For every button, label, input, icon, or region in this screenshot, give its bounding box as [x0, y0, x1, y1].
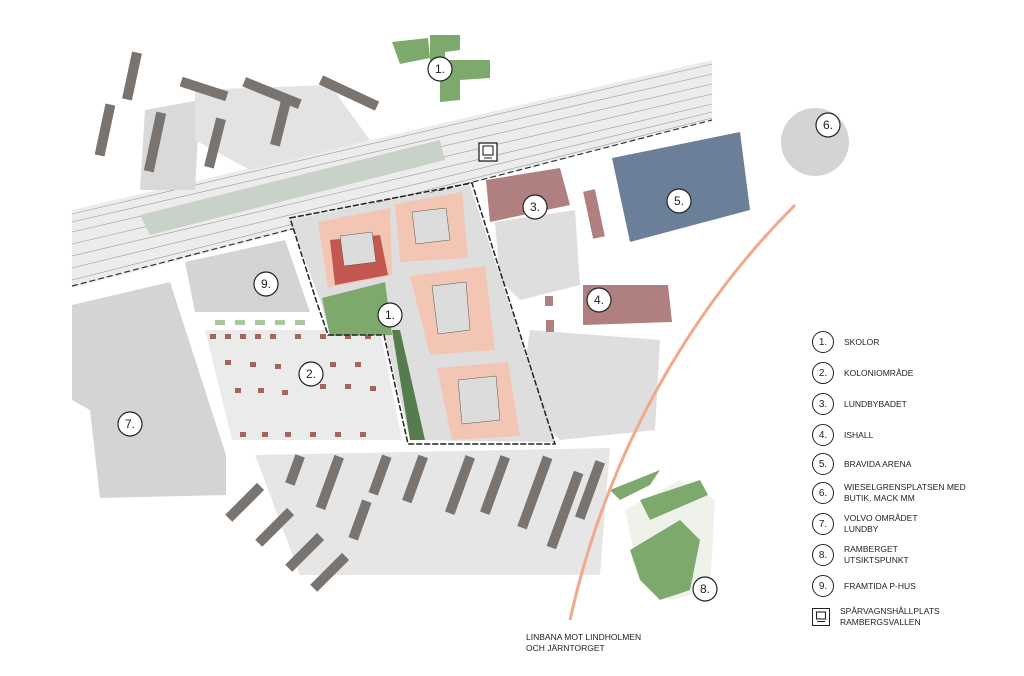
legend-label: SPÅRVAGNSHÅLLPLATS RAMBERGSVALLEN	[840, 606, 940, 627]
railway-corridor	[71, 60, 713, 288]
legend-number: 4.	[812, 424, 834, 446]
marker-ramberget: 8.	[692, 576, 718, 602]
legend-item-tram: SPÅRVAGNSHÅLLPLATS RAMBERGSVALLEN	[812, 606, 970, 628]
residential-north	[94, 51, 380, 190]
svg-text:4.: 4.	[594, 293, 604, 307]
svg-text:6.: 6.	[823, 118, 833, 132]
legend-number: 2.	[812, 362, 834, 384]
legend-item: 2. KOLONIOMRÅDE	[812, 362, 913, 384]
wieselgrensplatsen-area	[781, 108, 849, 176]
legend-item: 9. FRAMTIDA P-HUS	[812, 575, 916, 597]
marker-petrol-station: 6.	[815, 112, 841, 138]
legend-label: SKOLOR	[844, 336, 880, 347]
marker-volvo: 7.	[117, 411, 143, 437]
legend-number: 3.	[812, 393, 834, 415]
legend-number: 5.	[812, 453, 834, 475]
svg-text:5.: 5.	[674, 194, 684, 208]
tram-stop-icon	[812, 608, 830, 626]
marker-ice-rink: 4.	[586, 287, 612, 313]
legend-label: BRAVIDA ARENA	[844, 458, 912, 469]
legend-label: WIESELGRENSPLATSEN MED BUTIK, MACK MM	[844, 482, 966, 503]
cable-car-caption: LINBANA MOT LINDHOLMEN OCH JÄRNTORGET	[526, 632, 642, 653]
legend-label: FRAMTIDA P-HUS	[844, 580, 916, 591]
volvo-area	[72, 282, 226, 498]
legend-number: 7.	[812, 513, 834, 535]
svg-text:8.: 8.	[700, 582, 710, 596]
legend-label: KOLONIOMRÅDE	[844, 367, 914, 378]
pool-area	[486, 168, 660, 440]
arena-building	[612, 132, 750, 242]
cable-car-line	[568, 203, 797, 621]
legend-item: 4. ISHALL	[812, 424, 873, 446]
ramberget-area	[610, 470, 715, 600]
legend-number: 9.	[812, 575, 834, 597]
marker-school-site: 1.	[377, 302, 403, 328]
legend-label: RAMBERGET UTSIKTSPUNKT	[844, 544, 909, 565]
allotment-area	[205, 320, 402, 440]
marker-allotments: 2.	[298, 361, 324, 387]
tram-stop-icon	[478, 142, 498, 162]
future-parking	[185, 240, 310, 312]
school-north-green	[392, 35, 490, 102]
marker-parking: 9.	[253, 271, 279, 297]
svg-text:7.: 7.	[125, 417, 135, 431]
svg-text:9.: 9.	[261, 277, 271, 291]
legend-label: LUNDBYBADET	[844, 398, 907, 409]
legend-number: 8.	[812, 544, 834, 566]
legend-number: 6.	[812, 482, 834, 504]
legend-item: 8. RAMBERGET UTSIKTSPUNKT	[812, 544, 939, 566]
svg-text:1.: 1.	[385, 308, 395, 322]
legend-number: 1.	[812, 331, 834, 353]
svg-text:3.: 3.	[530, 200, 540, 214]
legend-item: 3. LUNDBYBADET	[812, 393, 907, 415]
marker-pool: 3.	[522, 194, 548, 220]
svg-text:2.: 2.	[306, 367, 316, 381]
legend-item: 1. SKOLOR	[812, 331, 879, 353]
legend-label: VOLVO OMRÅDET LUNDBY	[844, 513, 918, 534]
marker-school-north: 1.	[427, 56, 453, 82]
marker-arena: 5.	[666, 188, 692, 214]
project-site	[289, 182, 557, 445]
legend-item: 7. VOLVO OMRÅDET LUNDBY	[812, 513, 939, 535]
residential-south	[225, 448, 610, 592]
legend-item: 6. WIESELGRENSPLATSEN MED BUTIK, MACK MM	[812, 482, 984, 504]
legend-label: ISHALL	[844, 429, 874, 440]
legend-item: 5. BRAVIDA ARENA	[812, 453, 911, 475]
svg-text:1.: 1.	[435, 62, 445, 76]
